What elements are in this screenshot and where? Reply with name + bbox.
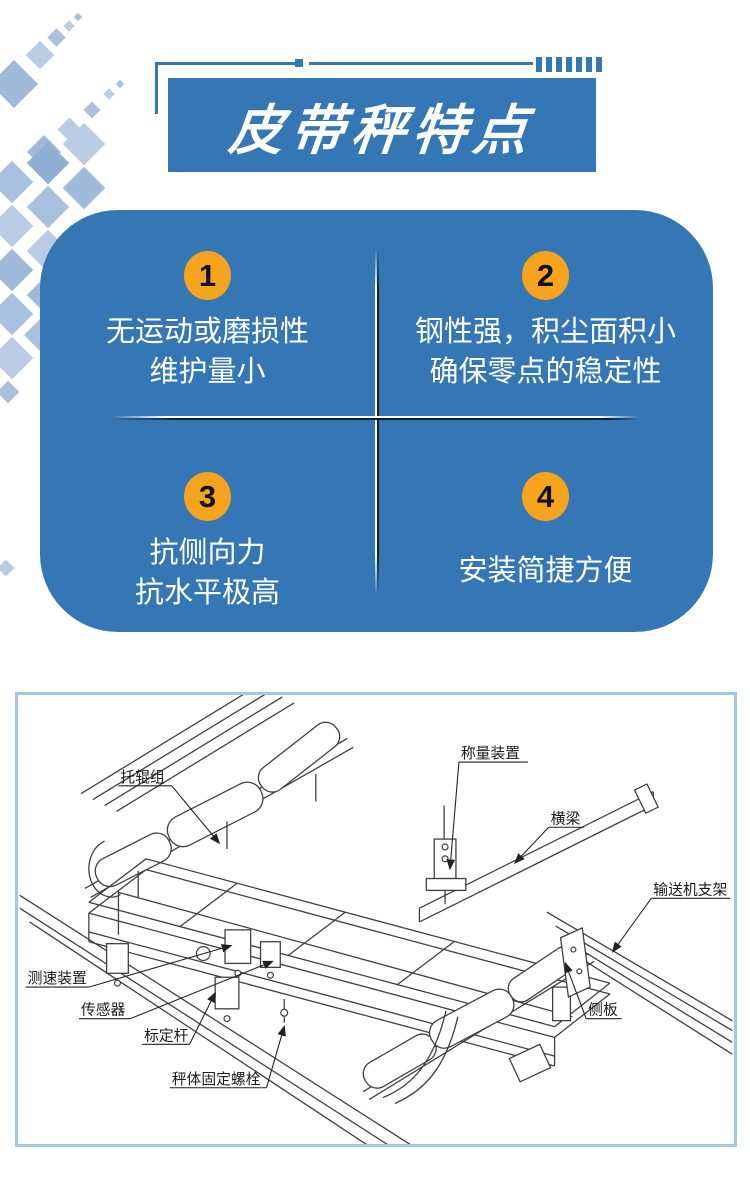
diagram-label-conveyor-bracket: 输送机支架 <box>653 881 727 898</box>
deco-diamond <box>0 336 34 380</box>
deco-diamond <box>73 12 83 22</box>
number-badge-1: 1 <box>184 251 231 300</box>
number-badge-3: 3 <box>184 472 231 521</box>
feature-item-3: 3 抗侧向力 抗水平极高 <box>40 418 375 632</box>
feature-2-line-2: 确保零点的稳定性 <box>429 356 662 388</box>
deco-diamond <box>83 101 101 119</box>
title-banner: 皮带秤特点 <box>168 78 596 172</box>
deco-diamond <box>47 28 66 47</box>
number-badge-4: 4 <box>522 472 569 521</box>
deco-diamond <box>103 88 115 100</box>
deco-diamond <box>0 59 39 109</box>
diagram-label-calibration-rod: 标定杆 <box>144 1027 189 1044</box>
horizontal-divider <box>112 416 640 420</box>
title-bars-icon <box>536 57 602 72</box>
diagram-label-weighing-device: 称量装置 <box>461 745 520 762</box>
diagram-label-cross-beam: 横梁 <box>551 810 581 827</box>
deco-diamond <box>0 160 34 204</box>
feature-3-line-2: 抗水平极高 <box>134 577 280 609</box>
deco-diamond <box>0 559 15 577</box>
feature-item-1: 1 无运动或磨损性 维护量小 <box>40 210 375 418</box>
diagram-label-fixing-bolt: 秤体固定螺栓 <box>172 1071 261 1088</box>
vertical-divider <box>375 248 379 596</box>
deco-diamond <box>0 248 34 292</box>
title-line-nub <box>295 59 303 67</box>
diagram-label-side-plate: 侧板 <box>588 1001 618 1019</box>
deco-diamond <box>25 40 55 70</box>
diagram-label-speed-device: 测速装置 <box>28 970 87 987</box>
structure-lines <box>19 695 733 1144</box>
feature-item-4: 4 安装简捷方便 <box>378 418 713 632</box>
belt-scale-drawing: 托辊组 称量装置 横梁 输送机支架 测速装置 传感器 标定杆 <box>19 695 733 1144</box>
feature-1-line-2: 维护量小 <box>149 356 266 388</box>
belt-scale-diagram: 托辊组 称量装置 横梁 输送机支架 测速装置 传感器 标定杆 <box>15 692 737 1147</box>
feature-4-line-1: 安装简捷方便 <box>458 555 633 587</box>
feature-1-line-1: 无运动或磨损性 <box>105 316 309 348</box>
deco-diamond <box>115 79 125 89</box>
deco-diamond <box>62 166 106 210</box>
title-corner-bracket <box>155 62 297 114</box>
number-badge-2: 2 <box>522 251 569 300</box>
feature-item-2: 2 钢性强，积尘面积小 确保零点的稳定性 <box>378 210 713 418</box>
feature-text-3: 抗侧向力 抗水平极高 <box>135 533 280 613</box>
title-line <box>309 62 533 65</box>
deco-diamond <box>0 204 34 248</box>
deco-diamond <box>0 380 20 404</box>
feature-text-4: 安装简捷方便 <box>458 551 632 591</box>
diagram-callouts: 托辊组 称量装置 横梁 输送机支架 测速装置 传感器 标定杆 <box>25 745 731 1089</box>
feature-3-line-1: 抗侧向力 <box>149 537 266 569</box>
diagram-label-idler-group: 托辊组 <box>120 769 165 786</box>
feature-text-1: 无运动或磨损性 维护量小 <box>106 312 309 392</box>
deco-diamond <box>63 20 75 32</box>
diagram-label-sensor: 传感器 <box>81 1002 126 1019</box>
features-card: 1 无运动或磨损性 维护量小 2 钢性强，积尘面积小 确保零点的稳定性 3 抗侧… <box>40 210 713 632</box>
feature-text-2: 钢性强，积尘面积小 确保零点的稳定性 <box>415 312 676 392</box>
feature-2-line-1: 钢性强，积尘面积小 <box>414 316 676 348</box>
